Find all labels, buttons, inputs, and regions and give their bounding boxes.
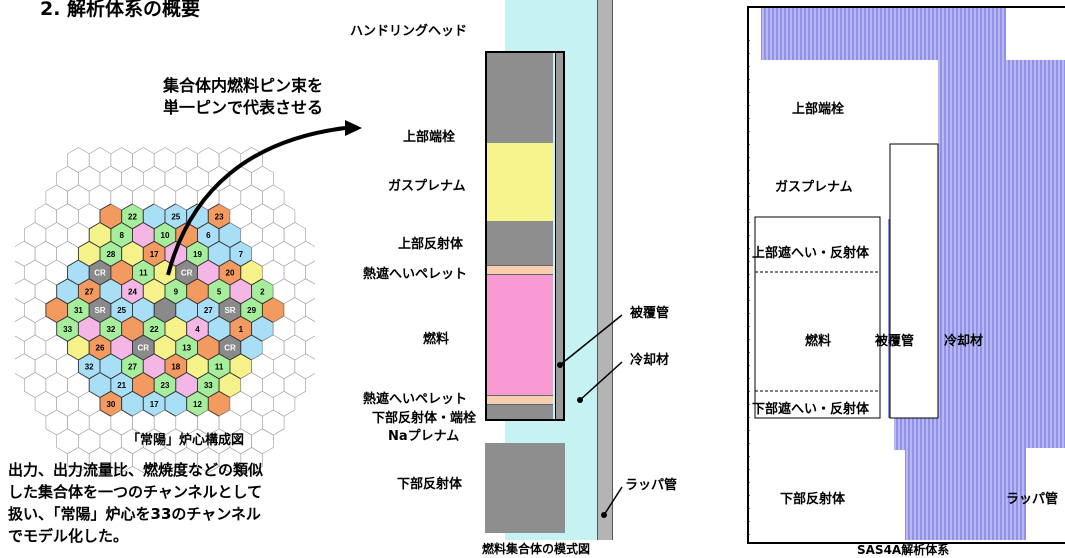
label-wrapper: ラッパ管 — [625, 478, 678, 493]
section-heading: 2. 解析体系の概要 — [40, 0, 201, 20]
sas4a-label-lower-reflector: 下部反射体 — [780, 492, 846, 507]
channel-number: 11 — [215, 362, 224, 371]
channel-number: 33 — [204, 381, 213, 390]
channel-number: 19 — [193, 250, 202, 259]
gas-plenum-block — [487, 143, 553, 221]
label-cladding: 被覆管 — [630, 306, 670, 321]
channel-number: 2 — [260, 287, 265, 296]
reflector-cell — [305, 298, 315, 322]
channel-number: 1 — [239, 325, 244, 334]
label-heat-shield-pellet-lower: 熱遮へいペレット — [363, 392, 468, 407]
channel-number: 25 — [171, 212, 180, 221]
description-line: でモデル化した。 — [8, 527, 129, 545]
channel-number: 30 — [106, 400, 115, 409]
description-line: した集合体を一つのチャンネルとして — [8, 483, 263, 501]
channel-number: 23 — [215, 212, 224, 221]
channel-number: 17 — [150, 400, 159, 409]
label-heat-shield-pellet-upper: 熱遮へいペレット — [363, 267, 468, 282]
label-gas-plenum: ガスプレナム — [388, 179, 466, 194]
label-upper-reflector: 上部反射体 — [398, 237, 464, 252]
sas4a-label-upper-plug: 上部端栓 — [792, 102, 845, 117]
label-upper-plug: 上部端栓 — [403, 130, 456, 145]
channel-number: 23 — [161, 381, 170, 390]
channel-number: 22 — [150, 325, 159, 334]
core-map-caption: 「常陽」炉心構成図 — [127, 433, 245, 448]
channel-number: 17 — [150, 250, 159, 259]
channel-number: 10 — [161, 231, 170, 240]
control-rod-label: SR — [94, 306, 105, 315]
channel-number: 11 — [139, 269, 148, 278]
control-rod-label: SR — [224, 306, 235, 315]
sas4a-label-upper-shield: 上部遮へい・反射体 — [752, 246, 870, 261]
channel-number: 21 — [117, 381, 126, 390]
channel-number: 27 — [85, 287, 94, 296]
sas4a-label-lower-shield: 下部遮へい・反射体 — [752, 402, 870, 417]
reflector-cell — [305, 335, 315, 360]
fuel-block — [487, 275, 553, 395]
channel-number: 22 — [128, 212, 137, 221]
channel-number: 31 — [74, 306, 83, 315]
label-na-plenum: Naプレナム — [388, 429, 460, 444]
reflector-cell — [294, 353, 315, 380]
lower-reflector-block — [485, 443, 565, 533]
label-lower-reflector-plug: 下部反射体・端栓 — [372, 411, 477, 426]
channel-number: 26 — [96, 344, 105, 353]
sas4a-label-cladding: 被覆管 — [875, 334, 915, 349]
sas4a-label-coolant: 冷却材 — [944, 334, 984, 349]
control-rod-label: CR — [181, 269, 193, 278]
channel-number: 28 — [106, 250, 115, 259]
control-rod-label: CR — [138, 344, 150, 353]
channel-number: 29 — [247, 306, 256, 315]
upper-reflector-block — [487, 221, 553, 265]
sas4a-caption: SAS4A解析体系 — [857, 543, 950, 557]
channel-number: 18 — [171, 362, 180, 371]
channel-number: 24 — [128, 287, 137, 296]
channel-number: 6 — [206, 231, 211, 240]
channel-number: 32 — [85, 362, 94, 371]
channel-number: 4 — [195, 325, 200, 334]
channel-number: 20 — [226, 269, 235, 278]
description-text: 出力、出力流量比、燃焼度などの類似 した集合体を一つのチャンネルとして 扱い、「… — [8, 459, 263, 547]
channel-number: 25 — [117, 306, 126, 315]
channel-number: 13 — [182, 344, 191, 353]
label-fuel: 燃料 — [423, 332, 450, 347]
channel-number: 8 — [119, 231, 124, 240]
channel-number: 32 — [106, 325, 115, 334]
label-handling-head: ハンドリングヘッド — [350, 24, 468, 39]
label-coolant: 冷却材 — [630, 353, 670, 368]
channel-number: 9 — [174, 287, 179, 296]
upper-pellet-block — [487, 265, 553, 275]
core-configuration-map: 33323031262127SR322717CR25CR232824221812… — [15, 147, 315, 473]
control-rod-label: CR — [94, 269, 106, 278]
cladding-strip — [555, 53, 563, 419]
sas4a-label-gas-plenum: ガスプレナム — [775, 180, 853, 195]
control-rod-label: CR — [224, 344, 236, 353]
upper-plug-block — [487, 53, 553, 143]
wrapper-tube — [597, 0, 613, 540]
lower-pellet-block — [487, 395, 553, 405]
pin-outline — [485, 51, 565, 421]
channel-number: 27 — [128, 362, 137, 371]
sas4a-label-wrapper: ラッパ管 — [1006, 492, 1059, 507]
description-line: 出力、出力流量比、燃焼度などの類似 — [8, 461, 264, 479]
channel-number: 33 — [63, 325, 72, 334]
channel-number: 7 — [239, 250, 244, 259]
sas4a-label-fuel: 燃料 — [805, 334, 832, 349]
lower-reflector-plug-block — [487, 405, 553, 419]
arrow-label-line2: 単一ピンで代表させる — [163, 98, 324, 117]
sas4a-coolant-region — [756, 8, 1065, 540]
description-line: 扱い、「常陽」炉心を33のチャンネル — [8, 505, 261, 523]
label-lower-reflector: 下部反射体 — [397, 477, 463, 492]
assembly-caption: 燃料集合体の模式図 — [482, 542, 591, 556]
channel-number: 5 — [217, 287, 222, 296]
arrow-label-line1: 集合体内燃料ピン束を — [163, 76, 324, 95]
channel-number: 12 — [193, 400, 202, 409]
channel-number: 27 — [204, 306, 213, 315]
